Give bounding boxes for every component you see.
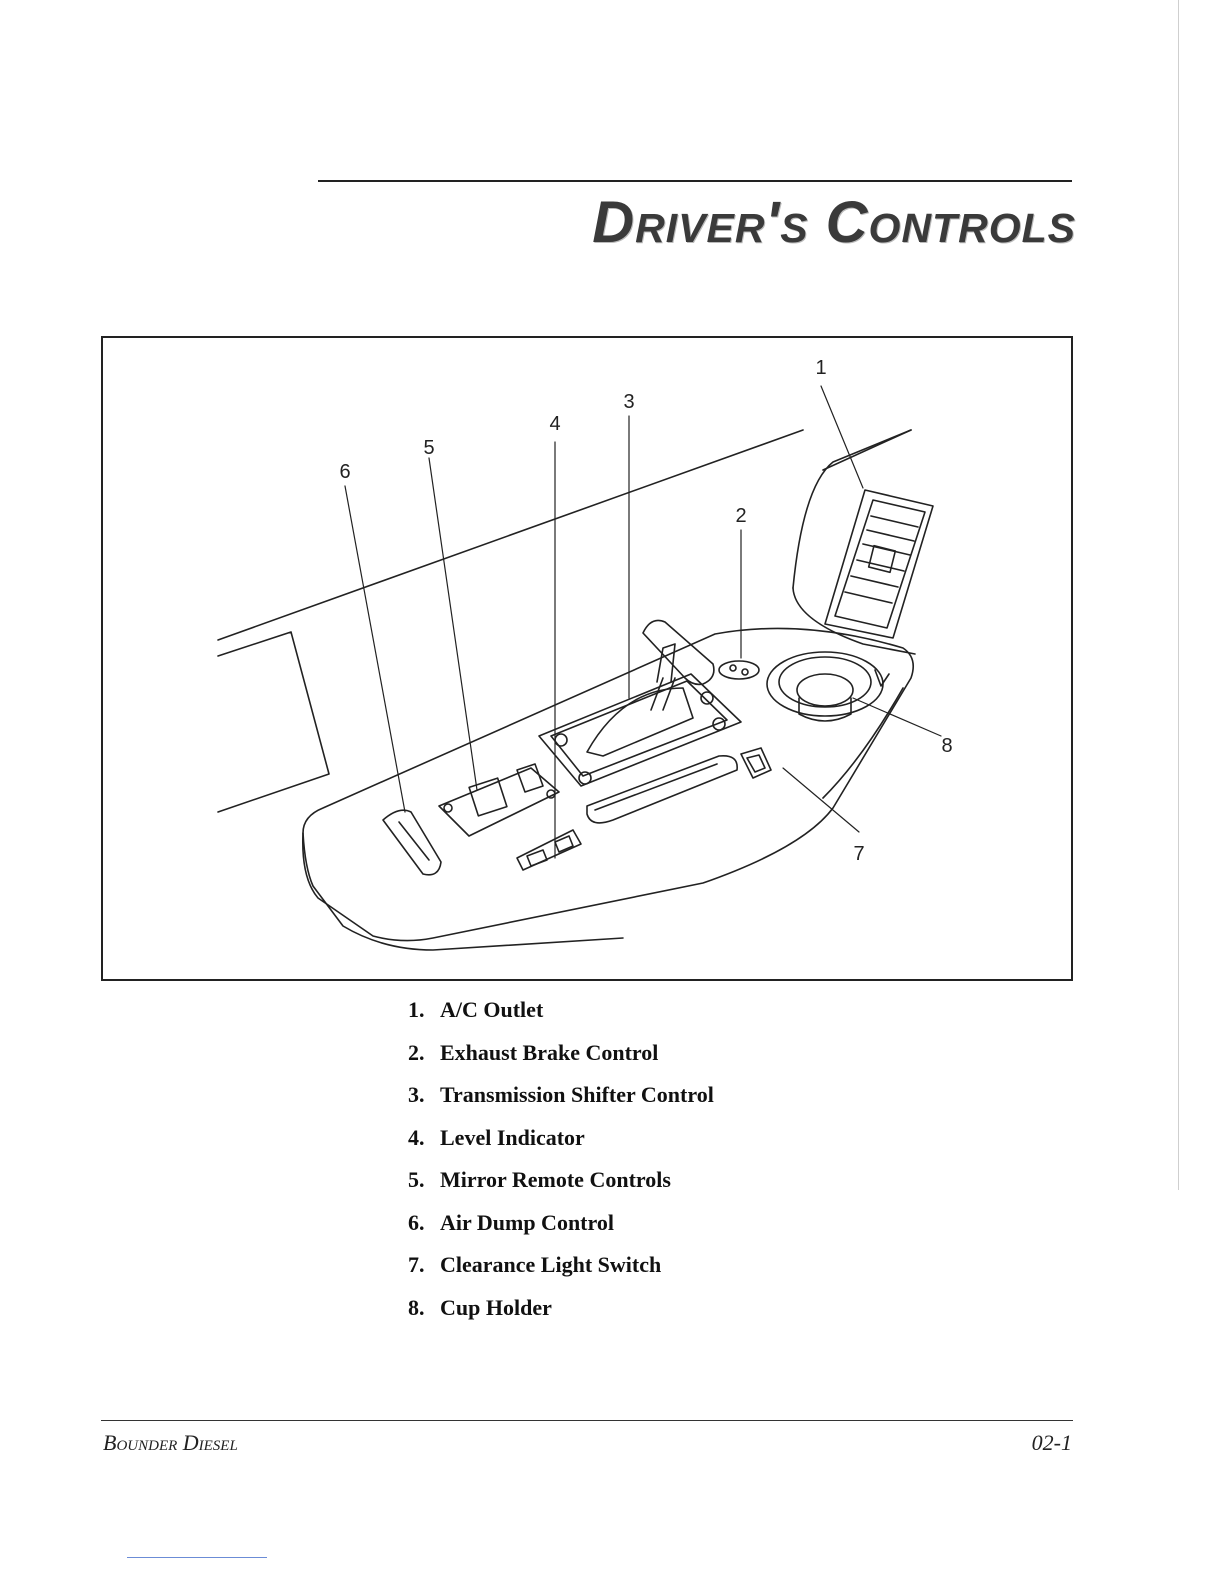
callout-1: 1 xyxy=(815,357,826,379)
legend-label: Level Indicator xyxy=(440,1125,585,1150)
callout-2: 2 xyxy=(735,505,746,527)
exhaust-brake-switch xyxy=(719,661,759,679)
legend-number: 4. xyxy=(408,1122,440,1154)
callout-8: 8 xyxy=(941,735,952,757)
footer-rule xyxy=(101,1420,1073,1421)
page-title: Driver's Controls xyxy=(318,188,1076,258)
legend-list: 1.A/C Outlet 2.Exhaust Brake Control 3.T… xyxy=(408,994,714,1334)
legend-number: 2. xyxy=(408,1037,440,1069)
mirror-remote-panel xyxy=(439,764,559,836)
legend-label: A/C Outlet xyxy=(440,997,543,1022)
callout-4: 4 xyxy=(549,413,560,435)
clearance-light-switch xyxy=(741,748,771,778)
legend-item: 2.Exhaust Brake Control xyxy=(408,1037,714,1080)
legend-item: 6.Air Dump Control xyxy=(408,1207,714,1250)
legend-item: 7.Clearance Light Switch xyxy=(408,1249,714,1292)
level-indicator xyxy=(517,830,581,870)
legend-label: Transmission Shifter Control xyxy=(440,1082,714,1107)
legend-label: Exhaust Brake Control xyxy=(440,1040,658,1065)
legend-number: 8. xyxy=(408,1292,440,1324)
console-drawing: 1 2 3 4 5 6 7 8 xyxy=(103,338,1071,979)
ac-outlet xyxy=(825,490,933,638)
scan-artifact-line xyxy=(127,1557,267,1558)
legend-number: 1. xyxy=(408,994,440,1026)
console-illustration: 1 2 3 4 5 6 7 8 xyxy=(101,336,1073,981)
callout-7: 7 xyxy=(853,843,864,865)
air-dump-control xyxy=(383,810,441,875)
legend-label: Mirror Remote Controls xyxy=(440,1167,671,1192)
legend-item: 1.A/C Outlet xyxy=(408,994,714,1037)
callout-6: 6 xyxy=(339,461,350,483)
legend-label: Clearance Light Switch xyxy=(440,1252,661,1277)
callout-5: 5 xyxy=(423,437,434,459)
legend-number: 7. xyxy=(408,1249,440,1281)
legend-item: 4.Level Indicator xyxy=(408,1122,714,1165)
cup-holder xyxy=(767,652,889,721)
legend-label: Air Dump Control xyxy=(440,1210,614,1235)
legend-number: 5. xyxy=(408,1164,440,1196)
legend-item: 8.Cup Holder xyxy=(408,1292,714,1335)
legend-label: Cup Holder xyxy=(440,1295,552,1320)
footer-manual-name: Bounder Diesel xyxy=(103,1430,238,1456)
legend-item: 3.Transmission Shifter Control xyxy=(408,1079,714,1122)
footer-page-number: 02-1 xyxy=(1032,1430,1072,1456)
transmission-shifter xyxy=(539,620,741,786)
title-rule xyxy=(318,180,1072,182)
legend-number: 6. xyxy=(408,1207,440,1239)
legend-number: 3. xyxy=(408,1079,440,1111)
callout-3: 3 xyxy=(623,391,634,413)
margin-line xyxy=(1178,0,1179,1190)
legend-item: 5.Mirror Remote Controls xyxy=(408,1164,714,1207)
